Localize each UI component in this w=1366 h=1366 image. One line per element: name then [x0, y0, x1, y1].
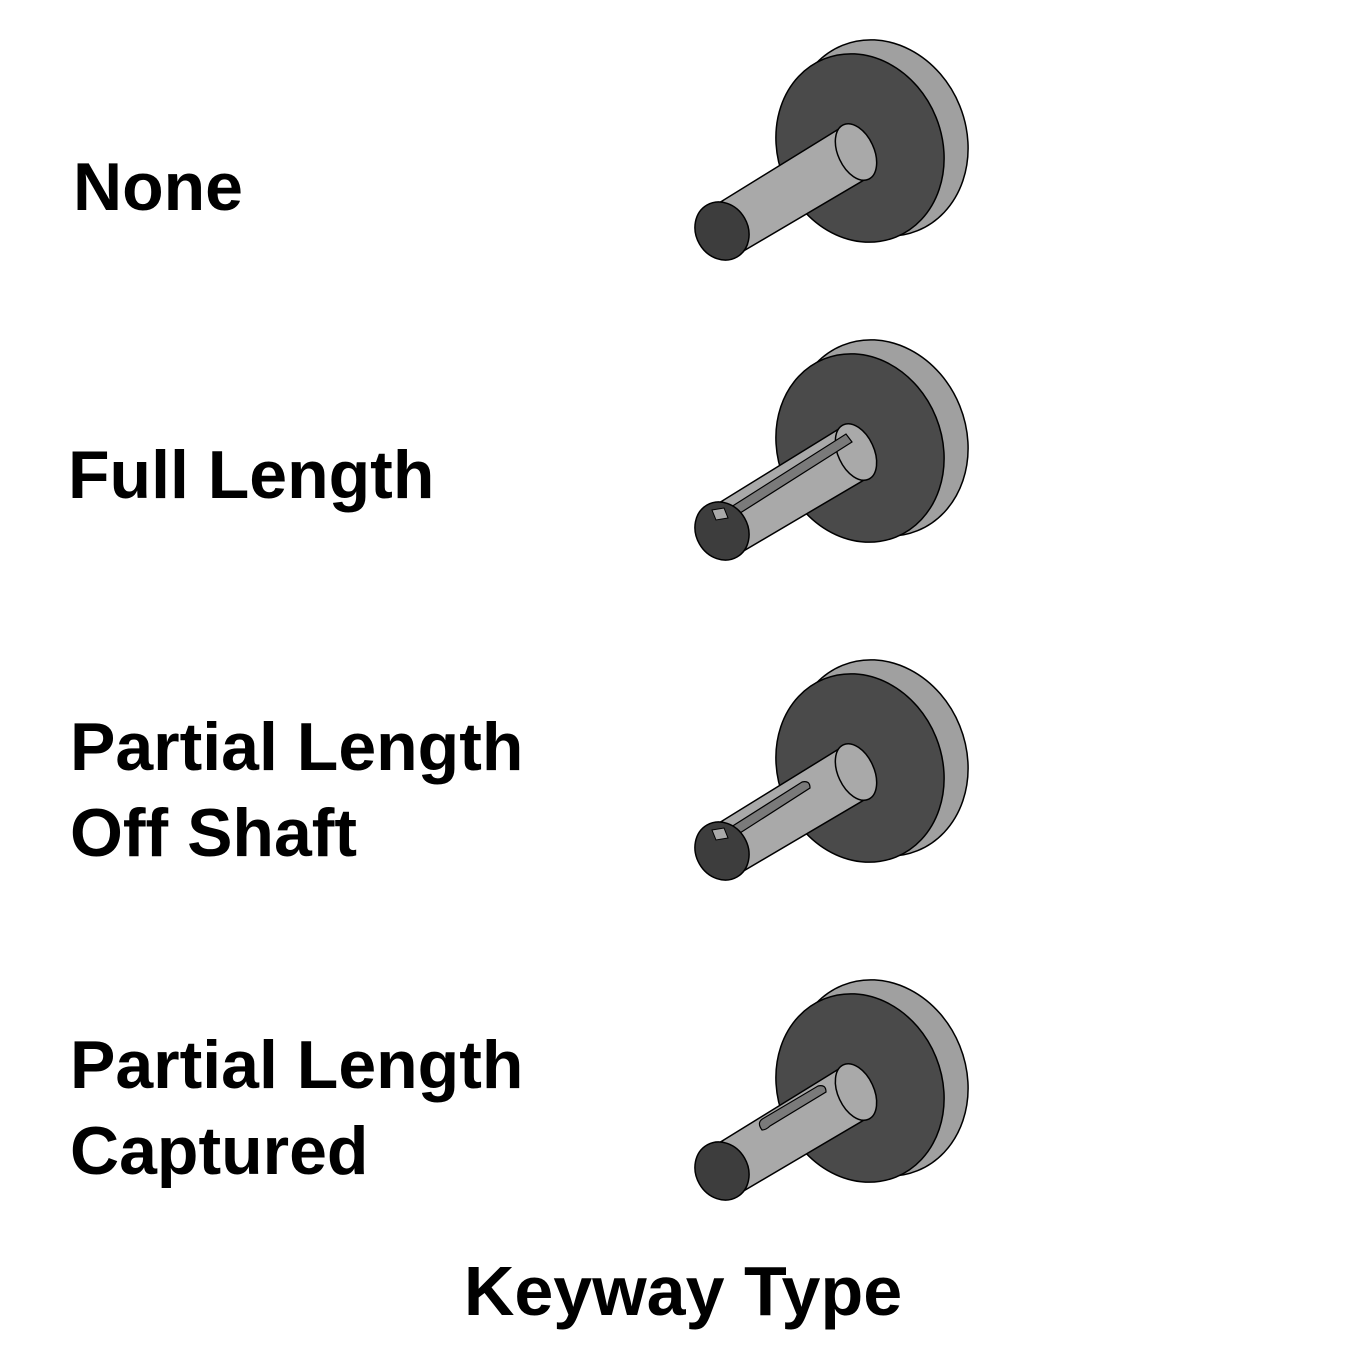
label-keyway-none: None — [73, 144, 243, 230]
shaft-keyway-partial-captured-illustration — [694, 979, 969, 1201]
label-line: Captured — [70, 1113, 369, 1189]
shaft-keyway-none-illustration — [694, 39, 969, 261]
label-keyway-partial-captured: Partial Length Captured — [70, 1022, 523, 1194]
figure-caption: Keyway Type — [463, 1252, 903, 1330]
shaft — [694, 1063, 878, 1201]
flange — [775, 659, 969, 863]
label-line: Partial Length — [70, 1027, 524, 1103]
shaft-keyway-partial-off-shaft-illustration — [694, 659, 969, 881]
keyway-slot — [719, 781, 811, 843]
label-line: None — [73, 149, 243, 225]
label-line: Off Shaft — [70, 795, 358, 871]
label-line: Full Length — [68, 437, 435, 513]
shaft — [694, 123, 878, 261]
label-keyway-full-length: Full Length — [68, 432, 434, 518]
label-keyway-partial-off-shaft: Partial Length Off Shaft — [70, 704, 523, 876]
flange — [775, 339, 969, 543]
shaft — [694, 743, 878, 881]
shaft-keyway-full-length-illustration — [694, 339, 969, 561]
flange — [775, 39, 969, 243]
label-line: Partial Length — [70, 709, 524, 785]
flange — [775, 979, 969, 1183]
keyway-slot — [758, 1085, 827, 1131]
shaft — [694, 423, 878, 561]
